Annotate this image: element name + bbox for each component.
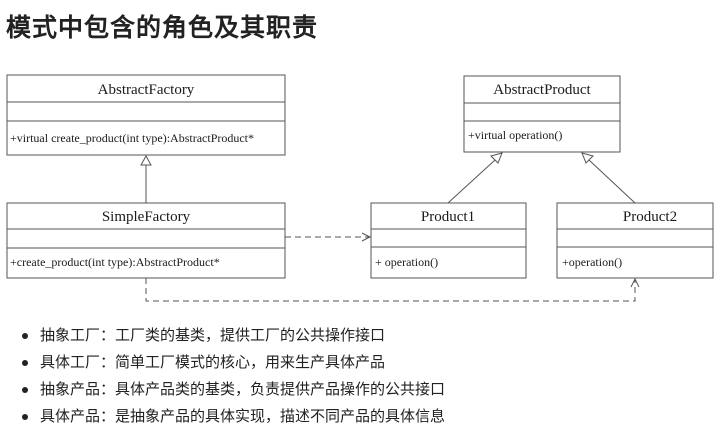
list-item: 抽象产品：具体产品类的基类，负责提供产品操作的公共接口 xyxy=(0,376,445,403)
class-name: Product1 xyxy=(421,209,475,225)
uml-class-diagram: AbstractFactory +virtual create_product(… xyxy=(6,74,714,302)
class-name: AbstractProduct xyxy=(493,82,591,98)
dependency-arrow-product1 xyxy=(285,232,372,242)
bullet-icon xyxy=(22,333,28,339)
roles-list: 抽象工厂：工厂类的基类，提供工厂的公共操作接口 具体工厂：简单工厂模式的核心，用… xyxy=(0,322,445,430)
class-abstract-product: AbstractProduct +virtual operation() xyxy=(463,75,621,153)
class-method: +virtual operation() xyxy=(468,128,562,142)
role-description: 具体产品：是抽象产品的具体实现，描述不同产品的具体信息 xyxy=(40,407,446,425)
dependency-arrow-product2 xyxy=(145,277,640,302)
list-item: 具体产品：是抽象产品的具体实现，描述不同产品的具体信息 xyxy=(0,403,445,430)
class-method: + operation() xyxy=(375,255,438,269)
class-name: Product2 xyxy=(623,209,677,225)
list-item: 具体工厂：简单工厂模式的核心，用来生产具体产品 xyxy=(0,349,445,376)
class-method: +operation() xyxy=(562,255,622,269)
class-simple-factory: SimpleFactory +create_product(int type):… xyxy=(6,202,286,279)
inheritance-arrow-simple-factory xyxy=(140,154,152,203)
bullet-icon xyxy=(22,387,28,393)
class-method: +virtual create_product(int type):Abstra… xyxy=(10,131,254,145)
page-title: 模式中包含的角色及其职责 xyxy=(6,13,319,42)
bullet-icon xyxy=(22,360,28,366)
role-description: 抽象工厂：工厂类的基类，提供工厂的公共操作接口 xyxy=(40,326,386,344)
role-description: 抽象产品：具体产品类的基类，负责提供产品操作的公共接口 xyxy=(40,380,446,398)
role-description: 具体工厂：简单工厂模式的核心，用来生产具体产品 xyxy=(40,353,386,371)
class-name: AbstractFactory xyxy=(98,82,195,98)
list-item: 抽象工厂：工厂类的基类，提供工厂的公共操作接口 xyxy=(0,322,445,349)
class-product1: Product1 + operation() xyxy=(370,202,527,279)
class-abstract-factory: AbstractFactory +virtual create_product(… xyxy=(6,74,286,156)
inheritance-arrow-product2 xyxy=(581,152,636,204)
class-method: +create_product(int type):AbstractProduc… xyxy=(10,255,220,269)
class-product2: Product2 +operation() xyxy=(556,202,714,279)
class-name: SimpleFactory xyxy=(102,209,191,225)
inheritance-arrow-product1 xyxy=(447,152,503,204)
bullet-icon xyxy=(22,414,28,420)
